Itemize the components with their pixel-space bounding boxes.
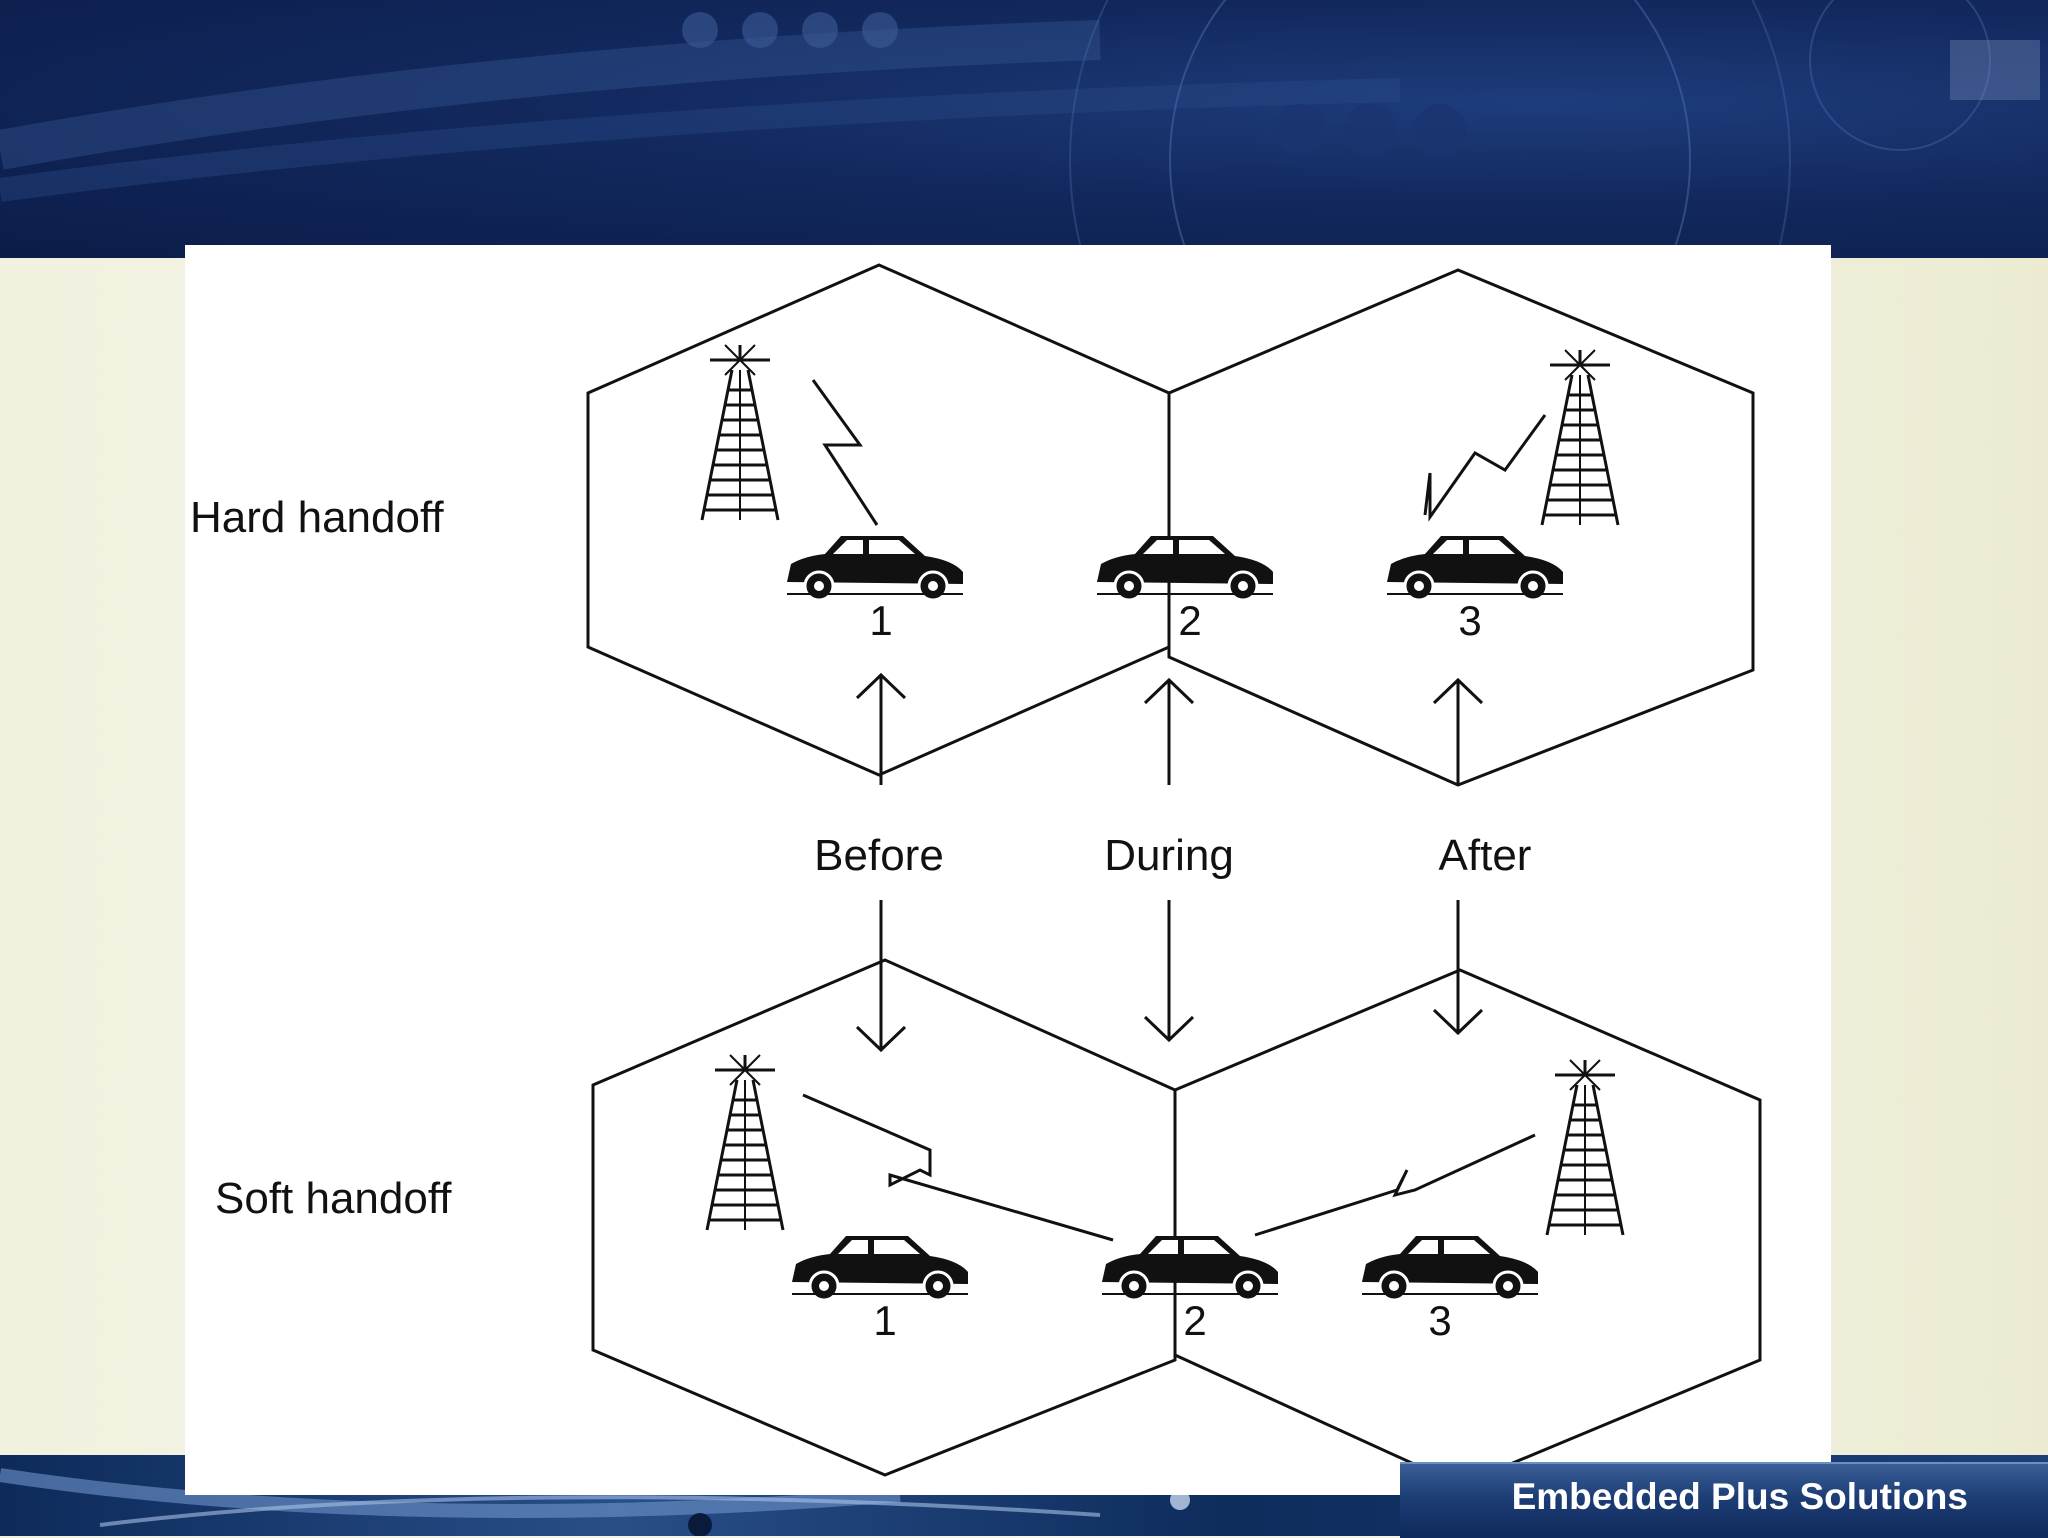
tower-icon [1540, 348, 1620, 527]
tower-icon [700, 343, 780, 522]
car-number: 2 [1178, 597, 1201, 644]
after-arrow [1432, 677, 1484, 1036]
header-banner [0, 0, 2048, 258]
car-number: 3 [1458, 597, 1481, 644]
car-number: 1 [869, 597, 892, 644]
radio-link-icon [802, 1093, 1114, 1242]
soft-cell-left [591, 958, 1177, 1477]
hard-cell-right [1167, 268, 1755, 787]
car-icon [1360, 1234, 1540, 1302]
car-icon [1095, 534, 1275, 602]
during-label: During [1104, 831, 1234, 880]
tower-icon [705, 1053, 785, 1232]
soft-cell-right [1173, 968, 1762, 1487]
soft-handoff-label: Soft handoff [215, 1174, 452, 1223]
car-number: 2 [1183, 1297, 1206, 1344]
radio-link-icon [1254, 1133, 1536, 1237]
car-icon [1385, 534, 1565, 602]
radio-link-icon [1423, 414, 1547, 522]
header-decoration [0, 0, 2040, 258]
before-arrow [855, 672, 907, 1053]
footer-decoration [0, 1468, 1190, 1536]
car-icon [1100, 1234, 1280, 1302]
car-icon [790, 1234, 970, 1302]
after-label: After [1439, 831, 1532, 880]
brand-footer: Embedded Plus Solutions [1400, 1462, 2048, 1538]
tower-icon [1545, 1058, 1625, 1237]
during-arrow [1143, 677, 1195, 1043]
car-number: 1 [873, 1297, 896, 1344]
handoff-diagram-svg: 1 2 3 1 2 3 Hard handoff Soft handoff Be… [190, 263, 1762, 1487]
car-number: 3 [1428, 1297, 1451, 1344]
hard-handoff-label: Hard handoff [190, 493, 444, 542]
radio-link-icon [811, 379, 879, 526]
car-icon [785, 534, 965, 602]
brand-label: Embedded Plus Solutions [1511, 1476, 1968, 1517]
handoff-diagram: 1 2 3 1 2 3 Hard handoff Soft handoff Be… [185, 245, 1831, 1495]
hard-cell-left [586, 263, 1171, 777]
before-label: Before [814, 831, 944, 880]
